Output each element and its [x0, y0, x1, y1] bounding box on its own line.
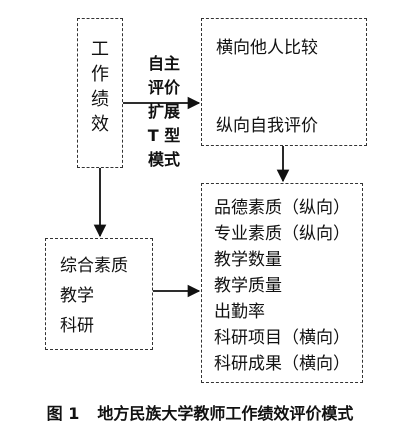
center-label-line: 自主: [147, 54, 180, 73]
items-box: 品德素质（纵向） 专业素质（纵向） 教学数量 教学质量 出勤率 科研项目（横向）…: [201, 183, 363, 383]
performance-char: 效: [91, 114, 109, 135]
figure-number: 图 1: [46, 404, 80, 423]
performance-char: 工: [91, 39, 109, 60]
performance-char: 绩: [91, 89, 109, 110]
comparison-box: 横向他人比较 纵向自我评价: [201, 18, 367, 146]
item: 品德素质（纵向）: [214, 198, 350, 218]
figure-title: 地方民族大学教师工作绩效评价模式: [97, 404, 354, 423]
quality-line: 科研: [60, 316, 94, 336]
item: 科研项目（横向）: [214, 328, 350, 348]
comparison-line: 纵向自我评价: [216, 116, 318, 136]
figure-caption: 图 1 地方民族大学教师工作绩效评价模式: [0, 400, 400, 424]
center-label-line: 评价: [147, 78, 180, 97]
center-label-line: T 型: [147, 126, 181, 145]
item: 教学数量: [214, 250, 282, 270]
performance-box: 工 作 绩 效: [77, 18, 123, 168]
item: 专业素质（纵向）: [214, 224, 350, 244]
quality-box: 综合素质 教学 科研: [45, 238, 153, 350]
item: 科研成果（横向）: [214, 354, 350, 374]
center-label-line: 模式: [147, 150, 180, 169]
comparison-line: 横向他人比较: [216, 38, 318, 58]
center-label: 自主 评价 扩展 T 型 模式: [126, 52, 202, 182]
item: 教学质量: [214, 276, 282, 296]
performance-label: 工 作 绩 效: [78, 37, 122, 137]
quality-line: 教学: [60, 286, 94, 306]
performance-char: 作: [91, 64, 109, 85]
quality-line: 综合素质: [60, 256, 128, 276]
item: 出勤率: [214, 302, 265, 322]
center-label-line: 扩展: [147, 102, 180, 121]
